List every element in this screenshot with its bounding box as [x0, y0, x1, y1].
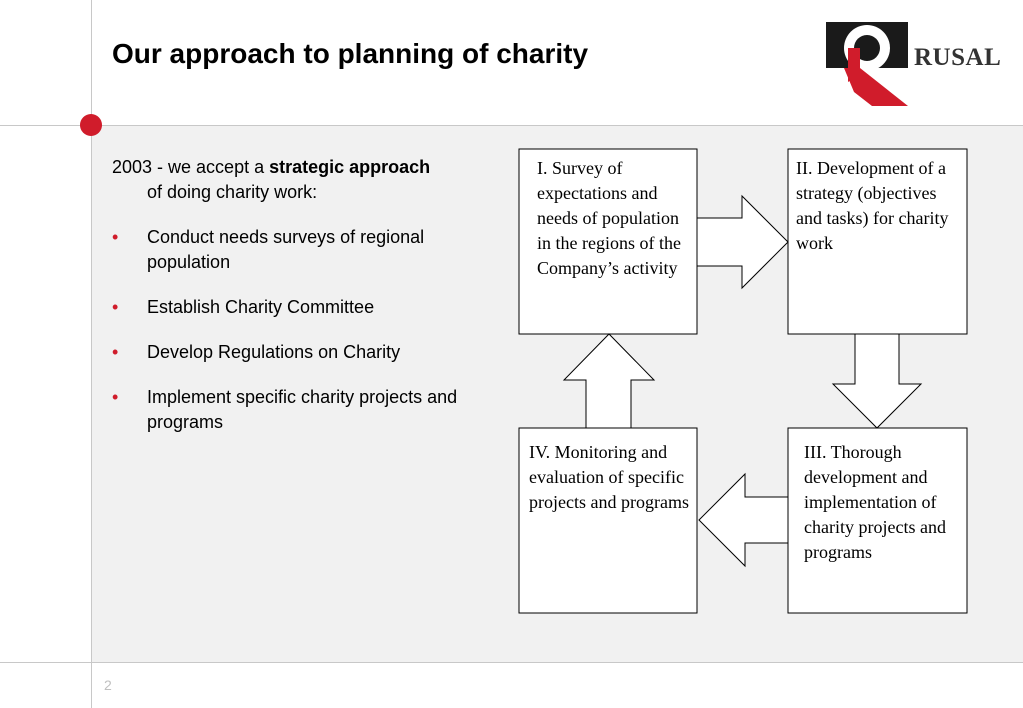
bullet-item: • Develop Regulations on Charity [112, 340, 492, 365]
footer-divider [0, 662, 1023, 663]
bullet-item: • Conduct needs surveys of regional popul… [112, 225, 492, 275]
bullet-icon: • [112, 227, 119, 247]
arrow-right-icon [696, 194, 789, 290]
arrow-left-icon [698, 472, 789, 568]
bullet-text: Implement specific charity projects and … [147, 387, 458, 432]
step-2-text: II. Development of a strategy (objective… [796, 158, 949, 253]
red-dot-marker [80, 114, 102, 136]
slide-title: Our approach to planning of charity [112, 38, 589, 69]
logo-wordmark: RUSAL [914, 44, 1002, 71]
intro-bold: strategic approach [269, 157, 431, 177]
bullet-text: Develop Regulations on Charity [147, 342, 401, 362]
rusal-logo-icon [826, 22, 908, 106]
step-box-4 [518, 427, 698, 614]
intro-suffix: of doing charity work: [147, 182, 318, 202]
bullet-item: • Implement specific charity projects and… [112, 385, 492, 435]
bullet-list: • Conduct needs surveys of regional popul… [112, 225, 492, 455]
step-box-1 [518, 148, 698, 335]
intro-prefix: 2003 - we accept a [112, 157, 270, 177]
step-box-3 [787, 427, 968, 614]
header-divider [0, 125, 1023, 126]
left-margin-line [91, 0, 92, 708]
bullet-icon: • [112, 342, 119, 362]
bullet-text: Establish Charity Committee [147, 297, 375, 317]
bullet-text: Conduct needs surveys of regional popula… [147, 227, 425, 272]
arrow-down-icon [831, 333, 923, 429]
bullet-item: • Establish Charity Committee [112, 295, 492, 320]
bullet-icon: • [112, 387, 119, 407]
bullet-icon: • [112, 297, 119, 317]
step-1-text: I. Survey of expectations and needs of p… [537, 158, 681, 278]
step-3-text: III. Thorough development and implementa… [804, 442, 946, 562]
page-number: 2 [104, 677, 112, 693]
arrow-up-icon [562, 333, 656, 429]
intro-text: 2003 - we accept a strategic approach of… [112, 155, 492, 205]
step-4-text: IV. Monitoring and evaluation of specifi… [529, 442, 689, 512]
